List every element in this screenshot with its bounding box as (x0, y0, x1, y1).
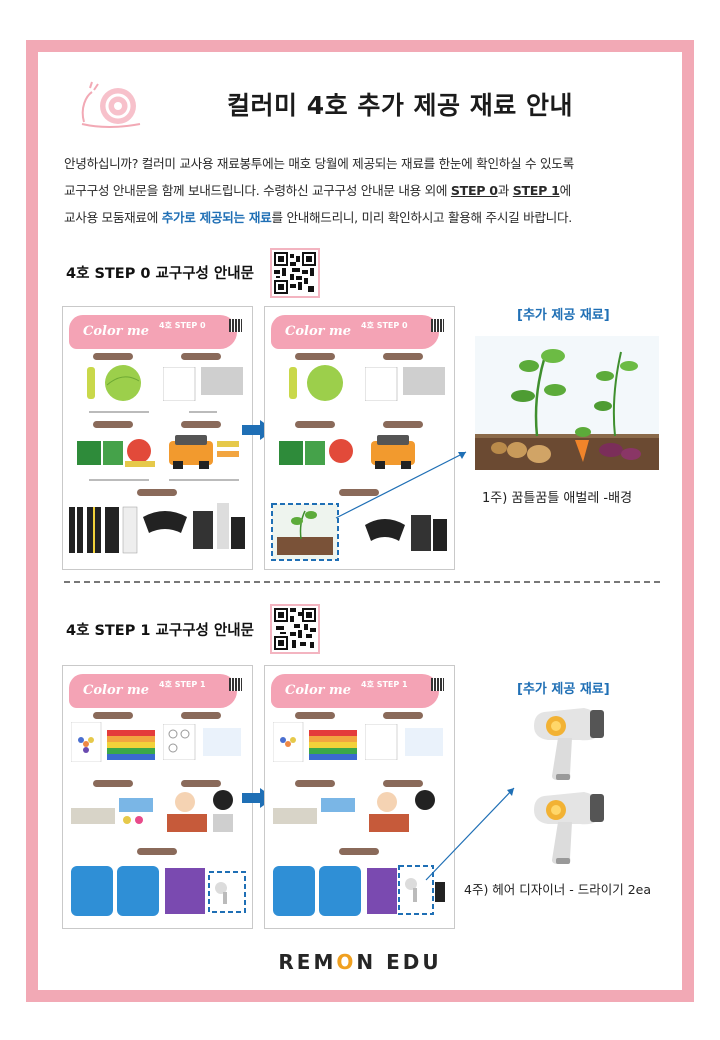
section1-pointer-arrow-icon (425, 787, 515, 881)
intro-line-3: 교사용 모둠재료에 추가로 제공되는 재료를 안내해드리니, 미리 확인하시고 … (64, 210, 572, 225)
section0-extra-label: [추가 제공 재료] (517, 308, 610, 323)
road-tracks-material-icon (69, 503, 245, 554)
section1-qr-code-icon[interactable] (270, 604, 320, 654)
watermelon-material-icon (77, 439, 155, 467)
hair-dryer-icon (534, 708, 604, 780)
section1-highlight-box (273, 865, 445, 916)
brand-logo: REMON EDU (278, 950, 442, 974)
section0-title: 4호 STEP 0 교구구성 안내문 (66, 266, 254, 282)
extra-materials-highlight: 추가로 제공되는 재료 (161, 210, 272, 225)
section0-caption: 1주) 꿈틀꿈틀 애벌레 -배경 (482, 491, 633, 506)
step1-highlight: STEP 1 (512, 183, 560, 198)
section0-qr-code-icon[interactable] (270, 248, 320, 298)
intro-line-1: 안녕하십니까? 컬러미 교사용 재료봉투에는 매호 당월에 제공되는 재료를 한… (64, 156, 574, 171)
section1-extra-label: [추가 제공 재료] (517, 682, 610, 697)
section0-pointer-arrow-icon (335, 451, 467, 519)
hairdresser-material-icon (167, 790, 233, 832)
sponge-material-icon (71, 798, 153, 824)
intro-line-2: 교구구성 안내문을 함께 보내드립니다. 수령하신 교구구성 안내문 내용 외에… (64, 183, 571, 198)
caterpillar-material-icon (87, 365, 141, 401)
snail-logo-icon (81, 81, 141, 128)
page-title: 컬러미 4호 추가 제공 재료 안내 (227, 91, 573, 120)
section0-highlight-box (271, 503, 339, 561)
cape-material-icon (71, 866, 246, 916)
color-wheel-material-icon (71, 722, 155, 762)
intro-paragraph: 안녕하십니까? 컬러미 교사용 재료봉투에는 매호 당월에 제공되는 재료를 한… (64, 150, 664, 231)
hair-dryer-icon-2 (534, 792, 604, 864)
car-material-icon (169, 435, 239, 469)
section1-caption: 4주) 헤어 디자이너 - 드라이기 2ea (464, 882, 652, 897)
caterpillar-background-image (475, 336, 659, 470)
section-divider (64, 581, 660, 583)
section1-title: 4호 STEP 1 교구구성 안내문 (66, 623, 254, 639)
step0-highlight: STEP 0 (450, 183, 498, 198)
